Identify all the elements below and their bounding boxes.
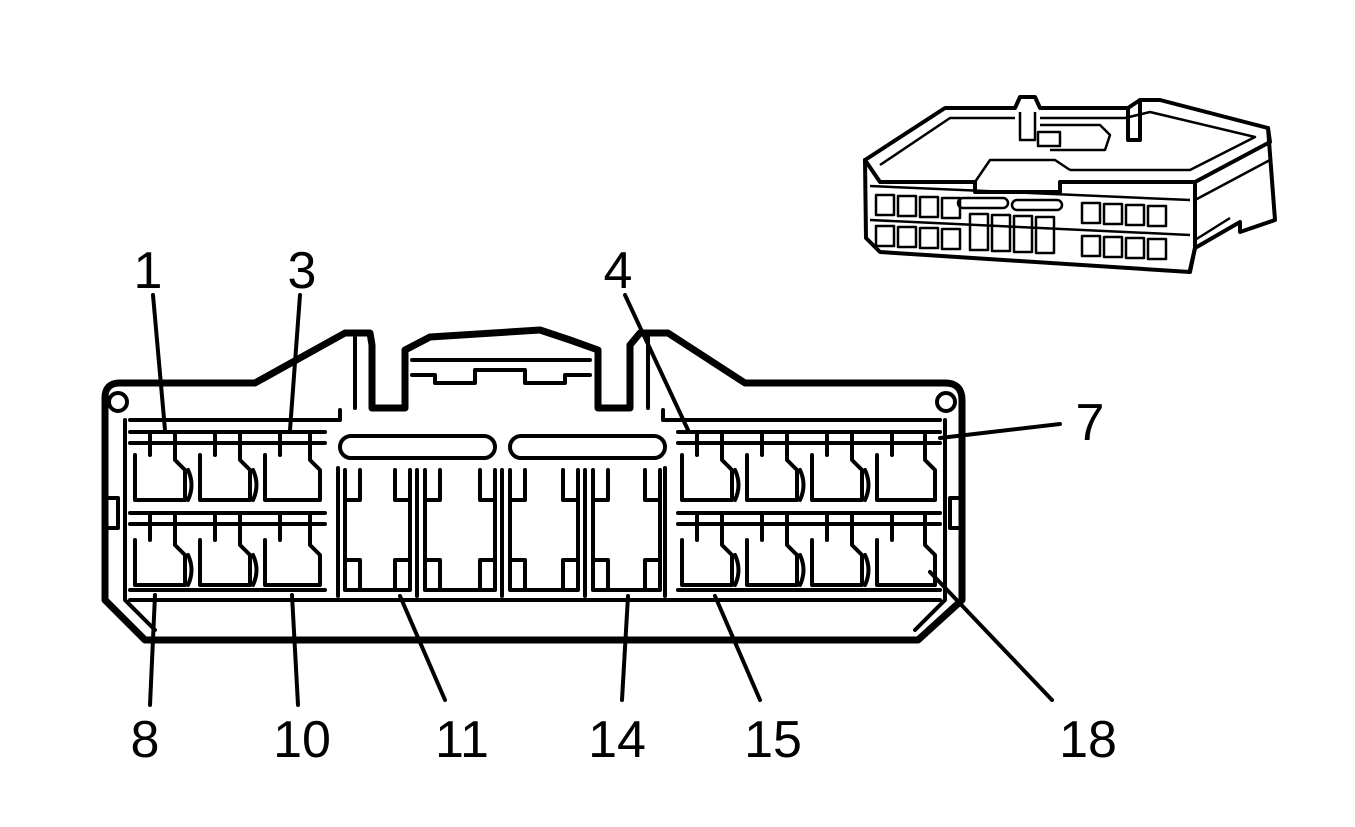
center-terminal-block — [336, 466, 667, 598]
center-window-right — [508, 434, 667, 460]
leader-pin-4 — [623, 293, 690, 432]
connector-isometric-inset — [863, 95, 1277, 274]
leader-pin-18 — [928, 570, 1054, 702]
leader-pin-15 — [713, 594, 762, 702]
pin-labels: 1 3 4 7 8 10 11 14 15 18 — [131, 242, 1117, 769]
inset-cavity-row-top — [874, 193, 1168, 228]
left-terminal-block — [128, 430, 327, 592]
leader-pin-7 — [938, 422, 1062, 440]
leader-pin-1 — [151, 293, 167, 432]
pin-label-11: 11 — [435, 711, 489, 769]
pin-label-10: 10 — [273, 711, 331, 769]
pin-label-3: 3 — [288, 242, 317, 300]
pin-label-14: 14 — [588, 711, 646, 769]
pin-label-7: 7 — [1076, 394, 1105, 452]
center-cavity-1 — [343, 468, 412, 592]
mounting-hole-right — [935, 391, 957, 413]
inset-cavity-row-bottom — [874, 212, 1168, 261]
pin-label-8: 8 — [131, 711, 160, 769]
right-terminal-block — [676, 430, 942, 592]
pin-label-1: 1 — [134, 242, 163, 300]
leader-pin-10 — [290, 593, 300, 707]
center-cavity-2 — [423, 468, 497, 592]
connector-face-view — [101, 326, 966, 644]
mounting-hole-left — [107, 391, 129, 413]
pin-label-18: 18 — [1059, 711, 1117, 769]
center-cavity-3 — [508, 468, 580, 592]
leader-pin-11 — [398, 594, 447, 702]
leader-pin-8 — [148, 593, 157, 707]
leader-lines — [148, 293, 1062, 707]
cavity-row-lower-right — [680, 511, 937, 587]
pin-label-15: 15 — [744, 711, 802, 769]
cavity-row-upper-left — [133, 430, 322, 502]
leader-pin-3 — [288, 293, 302, 432]
leader-pin-14 — [620, 594, 630, 702]
center-window-left — [338, 434, 497, 460]
center-cavity-4 — [591, 468, 662, 592]
cavity-row-upper-right — [680, 430, 937, 502]
cavity-row-lower-left — [133, 511, 322, 587]
pin-label-4: 4 — [604, 242, 633, 300]
